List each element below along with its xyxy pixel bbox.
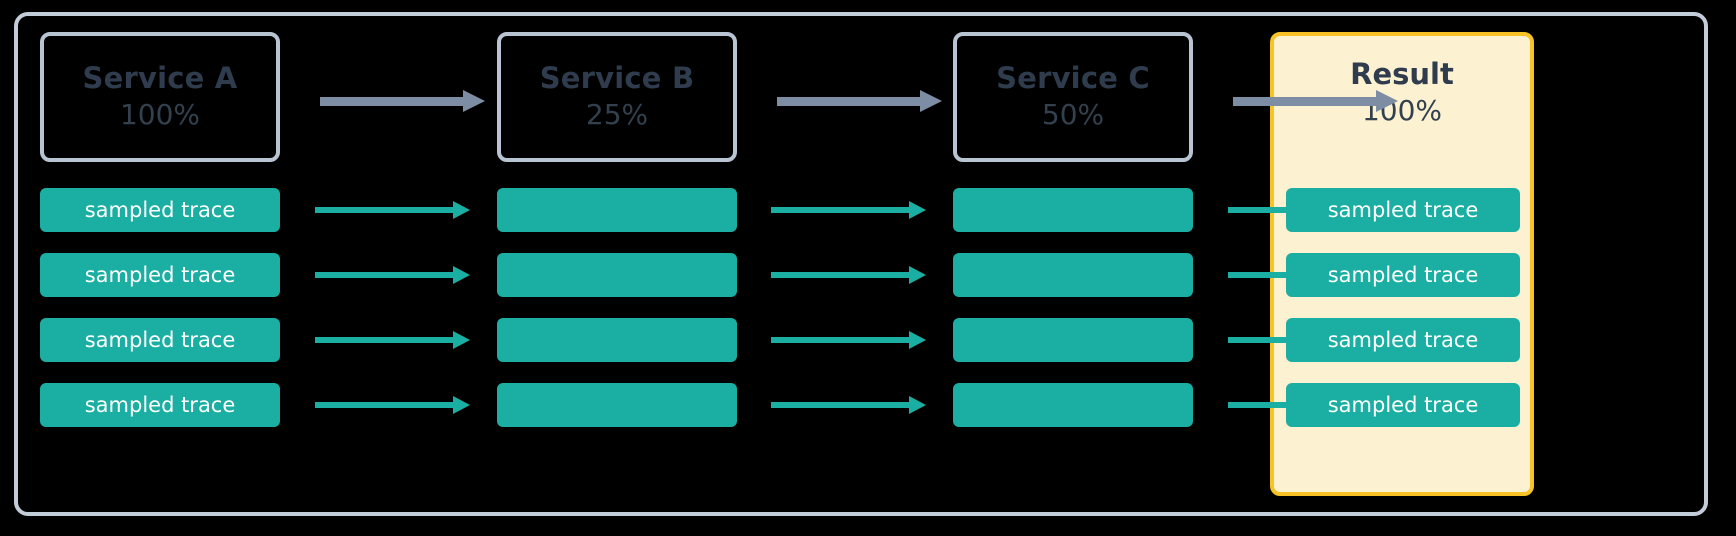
gray-arrow-head-icon: [920, 90, 942, 112]
table-row[interactable]: [497, 253, 737, 297]
teal-arrow-row4-b-to-c: [771, 396, 926, 414]
gray-arrow-b-to-c: [777, 90, 942, 112]
trace-label: sampled trace: [1327, 392, 1479, 417]
gray-arrow-head-icon: [463, 90, 485, 112]
table-row[interactable]: sampled trace: [40, 253, 280, 297]
teal-arrow-shaft: [315, 337, 453, 343]
service-a-title: Service A: [82, 60, 238, 95]
teal-arrow-shaft: [771, 207, 909, 213]
table-row[interactable]: sampled trace: [1286, 188, 1520, 232]
gray-arrow-head-icon: [1376, 90, 1398, 112]
teal-arrow-shaft: [771, 402, 909, 408]
service-c-title: Service C: [996, 60, 1150, 95]
teal-arrow-shaft: [315, 207, 453, 213]
trace-label: sampled trace: [84, 262, 236, 287]
teal-arrow-head-icon: [453, 331, 470, 349]
teal-arrow-shaft: [771, 337, 909, 343]
teal-arrow-head-icon: [909, 201, 926, 219]
teal-arrow-head-icon: [909, 331, 926, 349]
service-c-percent: 50%: [1041, 98, 1105, 132]
trace-label: sampled trace: [84, 197, 236, 222]
gray-arrow-c-to-result: [1233, 90, 1398, 112]
teal-arrow-row2-b-to-c: [771, 266, 926, 284]
teal-arrow-head-icon: [453, 201, 470, 219]
table-row[interactable]: sampled trace: [40, 188, 280, 232]
table-row[interactable]: [497, 383, 737, 427]
trace-label: sampled trace: [84, 327, 236, 352]
table-row[interactable]: [497, 188, 737, 232]
trace-label: sampled trace: [1327, 197, 1479, 222]
gray-arrow-shaft: [1233, 97, 1378, 106]
service-a-percent: 100%: [119, 98, 201, 132]
table-row[interactable]: sampled trace: [1286, 383, 1520, 427]
teal-arrow-row1-a-to-b: [315, 201, 470, 219]
diagram-outer-frame: [14, 12, 1708, 516]
table-row[interactable]: [497, 318, 737, 362]
table-row[interactable]: sampled trace: [40, 318, 280, 362]
teal-arrow-shaft: [771, 272, 909, 278]
service-box-a[interactable]: Service A 100%: [40, 32, 280, 162]
trace-label: sampled trace: [1327, 327, 1479, 352]
teal-arrow-head-icon: [453, 396, 470, 414]
teal-arrow-row4-a-to-b: [315, 396, 470, 414]
service-box-c[interactable]: Service C 50%: [953, 32, 1193, 162]
table-row[interactable]: sampled trace: [40, 383, 280, 427]
teal-arrow-row2-a-to-b: [315, 266, 470, 284]
gray-arrow-a-to-b: [320, 90, 485, 112]
teal-arrow-row1-b-to-c: [771, 201, 926, 219]
teal-arrow-shaft: [315, 272, 453, 278]
table-row[interactable]: [953, 383, 1193, 427]
table-row[interactable]: [953, 188, 1193, 232]
teal-arrow-head-icon: [909, 396, 926, 414]
gray-arrow-shaft: [777, 97, 922, 106]
teal-arrow-shaft: [315, 402, 453, 408]
result-title: Result: [1350, 57, 1454, 91]
service-b-percent: 25%: [585, 98, 649, 132]
service-b-title: Service B: [539, 60, 695, 95]
gray-arrow-shaft: [320, 97, 465, 106]
teal-arrow-row3-b-to-c: [771, 331, 926, 349]
teal-arrow-head-icon: [453, 266, 470, 284]
table-row[interactable]: sampled trace: [1286, 318, 1520, 362]
table-row[interactable]: [953, 253, 1193, 297]
trace-label: sampled trace: [84, 392, 236, 417]
table-row[interactable]: [953, 318, 1193, 362]
service-box-b[interactable]: Service B 25%: [497, 32, 737, 162]
table-row[interactable]: sampled trace: [1286, 253, 1520, 297]
teal-arrow-row3-a-to-b: [315, 331, 470, 349]
trace-label: sampled trace: [1327, 262, 1479, 287]
teal-arrow-head-icon: [909, 266, 926, 284]
